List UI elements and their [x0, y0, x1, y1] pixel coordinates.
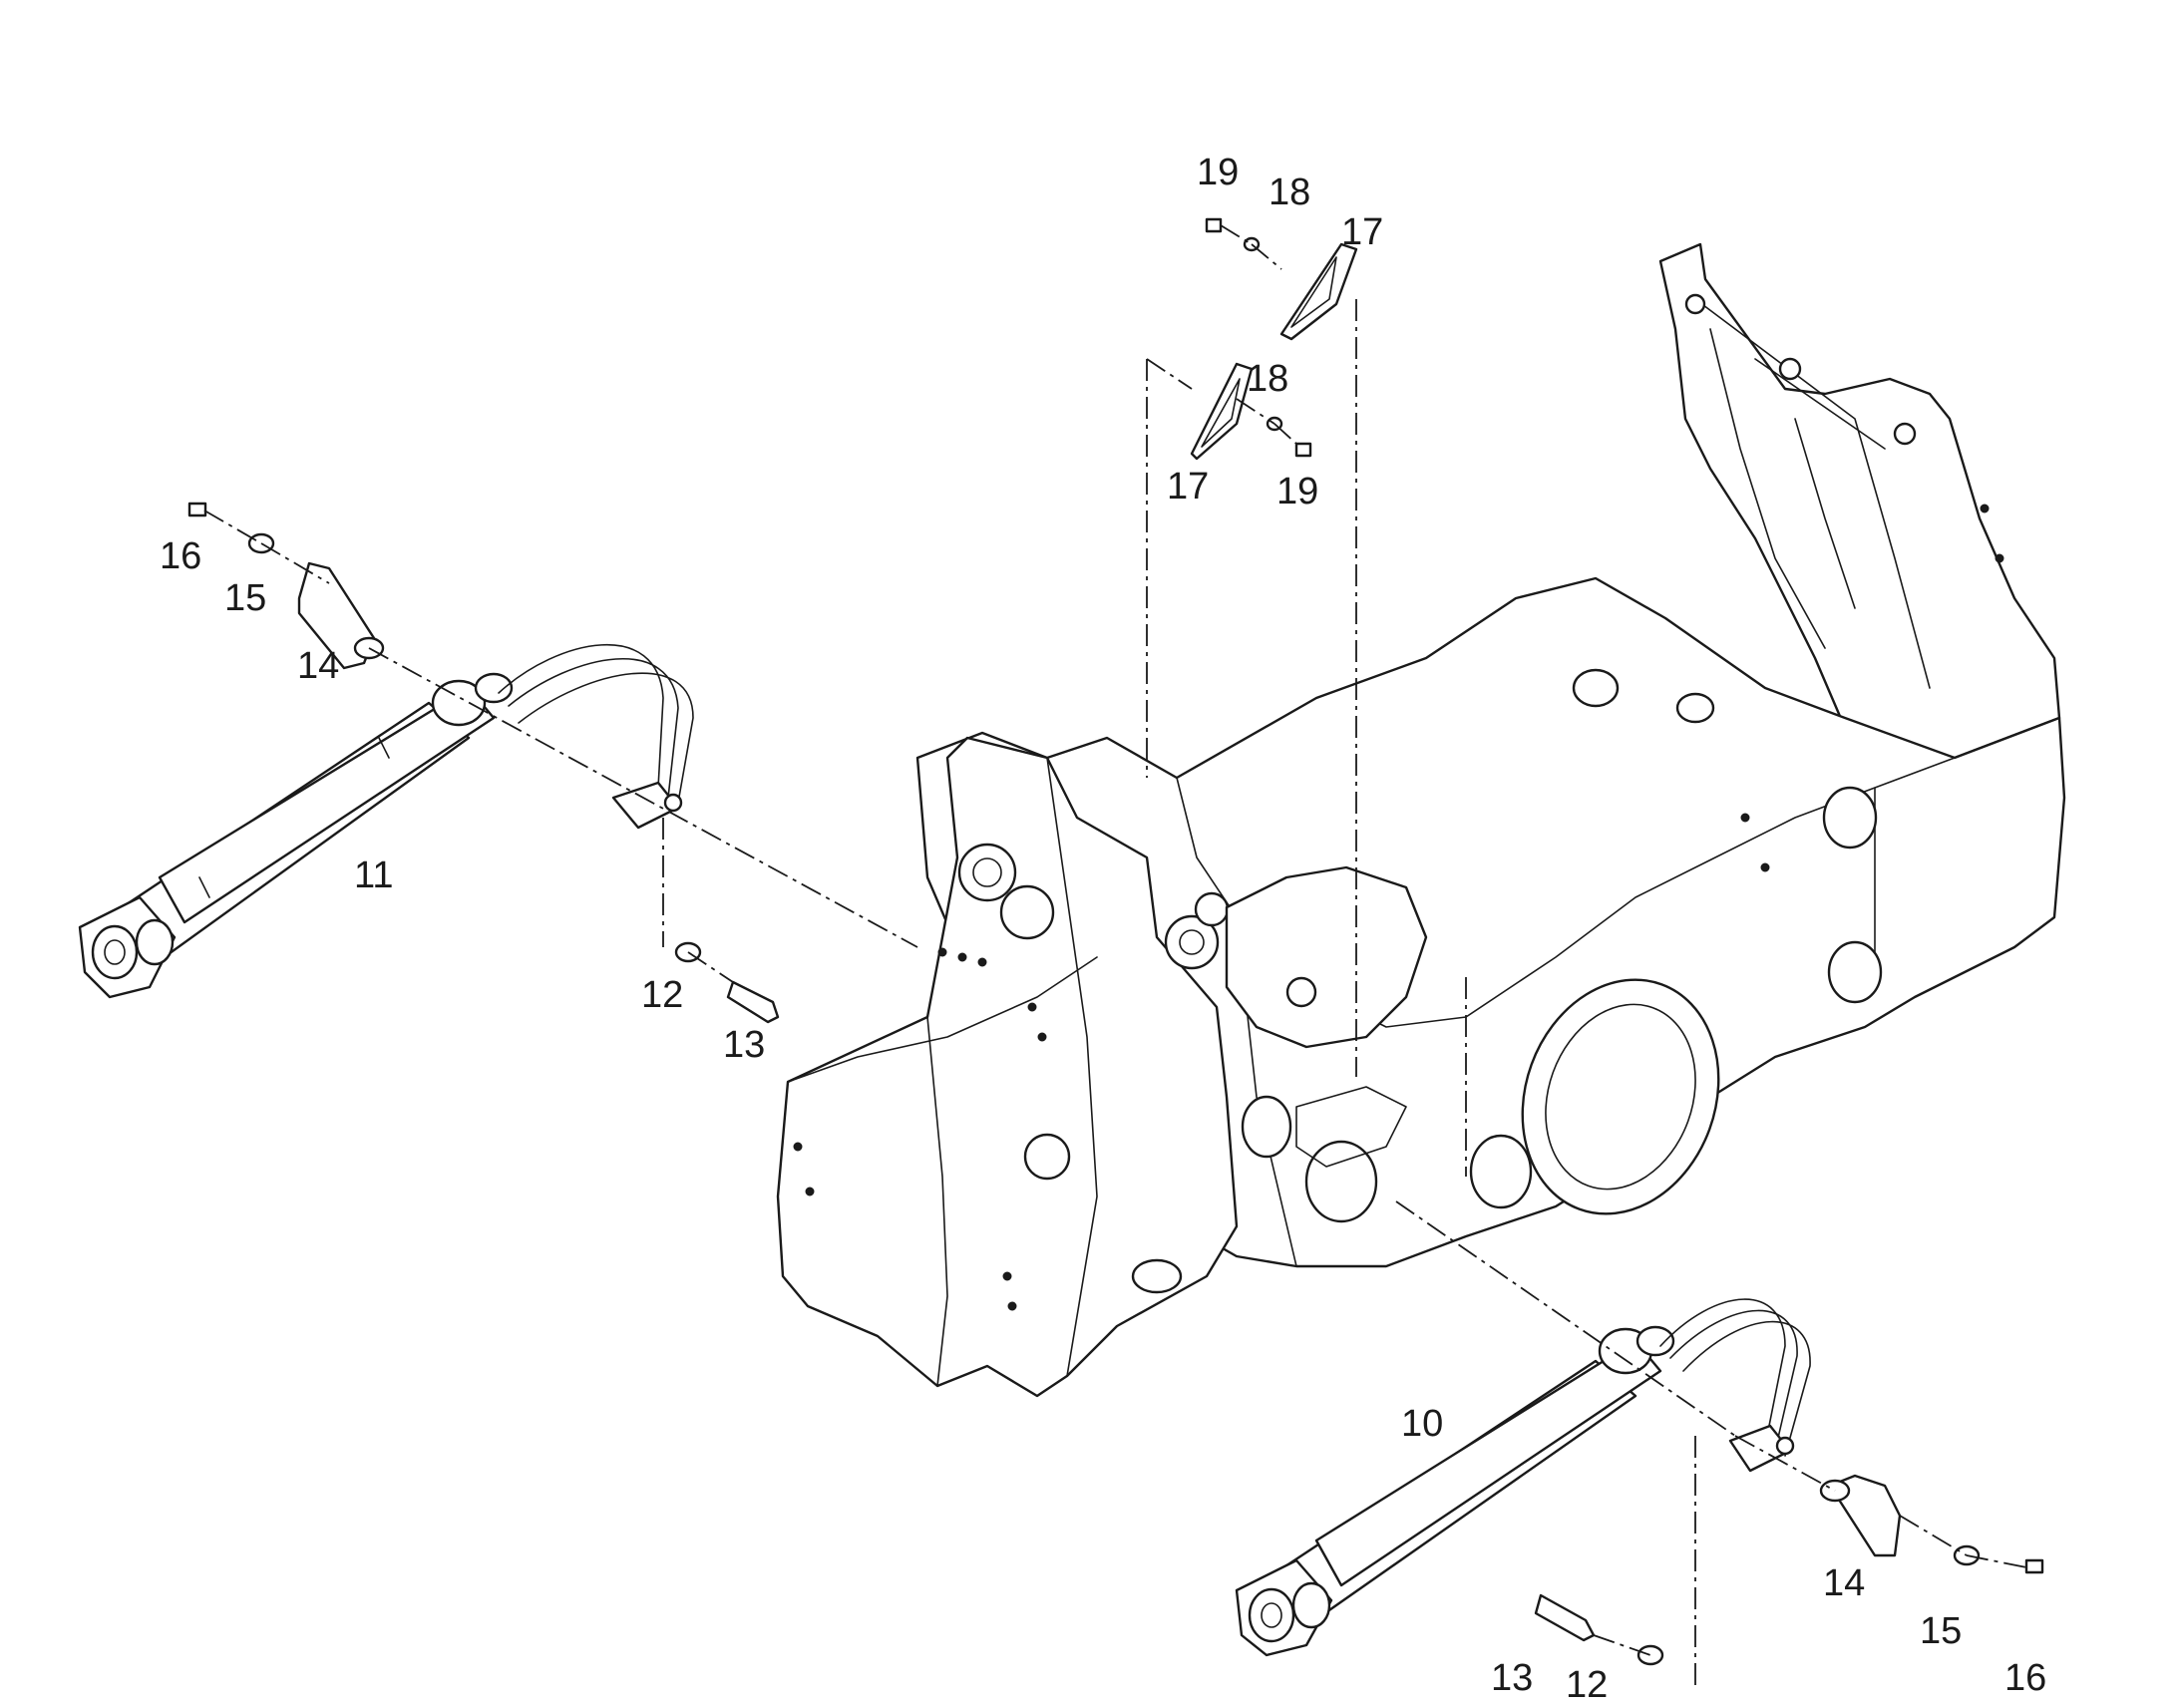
- left-bolt-13: [726, 980, 780, 1024]
- callout-14: 14: [1823, 1562, 1865, 1604]
- callout-15: 15: [224, 577, 266, 619]
- upper-bolt-19b: [1294, 442, 1312, 458]
- callout-14: 14: [297, 645, 339, 687]
- left-bolt-16: [187, 502, 207, 517]
- callout-16: 16: [160, 535, 201, 577]
- callout-18: 18: [1247, 358, 1288, 400]
- callout-18: 18: [1269, 171, 1310, 213]
- small-parts: [187, 217, 2044, 1666]
- upper-cover-17a: [1279, 242, 1358, 341]
- callout-11: 11: [354, 854, 393, 896]
- callout-17: 17: [1341, 211, 1383, 253]
- callout-16: 16: [2004, 1657, 2046, 1699]
- callout-19: 19: [1197, 152, 1239, 193]
- callout-13: 13: [723, 1024, 765, 1066]
- callout-19: 19: [1276, 471, 1318, 512]
- callout-12: 12: [1566, 1664, 1608, 1706]
- callout-13: 13: [1491, 1657, 1533, 1699]
- callout-17: 17: [1167, 466, 1209, 508]
- upper-bolt-19a: [1205, 217, 1223, 233]
- callout-labels: 19 18 17 18 17 19 16 15 14 11 12 13 10 1…: [160, 152, 2046, 1706]
- right-washer-12: [1636, 1644, 1664, 1666]
- right-hydraulic-cylinder: [1235, 1298, 1811, 1657]
- callout-12: 12: [641, 974, 683, 1016]
- right-bolt-16: [2024, 1558, 2044, 1574]
- callout-10: 10: [1401, 1403, 1443, 1445]
- assembly-lines: [203, 224, 2027, 1685]
- left-hydraulic-cylinder: [78, 643, 694, 999]
- callout-15: 15: [1920, 1610, 1962, 1652]
- chassis-frame: [776, 242, 2066, 1398]
- right-bolt-13: [1534, 1593, 1596, 1642]
